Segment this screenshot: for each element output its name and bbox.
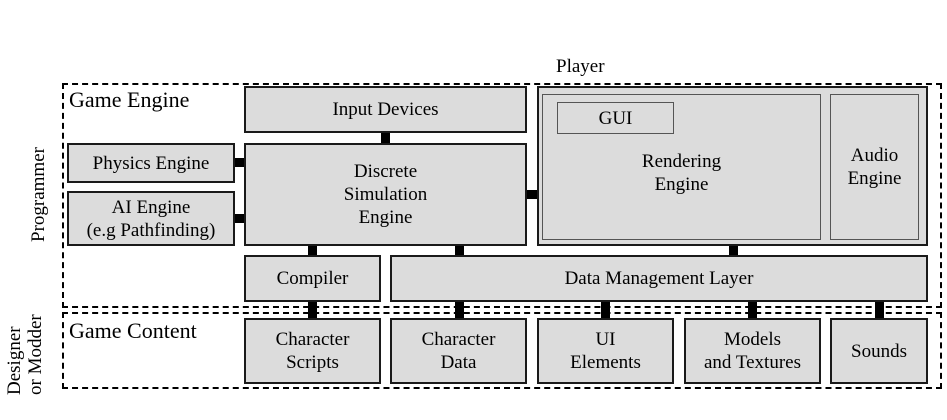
connector-render-data bbox=[729, 246, 738, 255]
connector-data-ui bbox=[601, 302, 610, 318]
ui-elements-box: UI Elements bbox=[537, 318, 674, 384]
connector-sim-data bbox=[455, 246, 464, 255]
connector-physics-sim bbox=[235, 158, 244, 167]
compiler-box: Compiler bbox=[244, 255, 381, 302]
physics-engine-box: Physics Engine bbox=[67, 143, 235, 183]
character-data-label: Character Data bbox=[421, 329, 496, 373]
physics-engine-label: Physics Engine bbox=[92, 152, 210, 174]
designer-label-line2: or Modder bbox=[25, 314, 46, 395]
models-textures-box: Models and Textures bbox=[684, 318, 821, 384]
connector-compiler-scripts bbox=[308, 302, 317, 318]
game-content-region bbox=[62, 312, 942, 389]
game-content-title: Game Content bbox=[69, 318, 197, 343]
connector-ai-sim bbox=[235, 214, 244, 223]
game-engine-title: Game Engine bbox=[69, 87, 190, 112]
ai-engine-label: AI Engine (e.g Pathfinding) bbox=[86, 196, 216, 241]
connector-data-chardata bbox=[455, 302, 464, 318]
sounds-box: Sounds bbox=[830, 318, 928, 384]
audio-engine-box: Audio Engine bbox=[830, 94, 919, 240]
gui-box: GUI bbox=[557, 102, 674, 134]
designer-label-line1: Designer bbox=[4, 326, 25, 395]
compiler-label: Compiler bbox=[276, 268, 349, 289]
discrete-simulation-label: Discrete Simulation Engine bbox=[343, 161, 428, 228]
audio-engine-label: Audio Engine bbox=[847, 145, 902, 189]
input-devices-box: Input Devices bbox=[244, 86, 527, 133]
gui-label: GUI bbox=[598, 107, 633, 129]
connector-sim-compiler bbox=[308, 246, 317, 255]
character-scripts-box: Character Scripts bbox=[244, 318, 381, 384]
character-data-box: Character Data bbox=[390, 318, 527, 384]
player-label: Player bbox=[556, 56, 605, 77]
rendering-engine-box: Rendering Engine bbox=[542, 94, 821, 240]
data-management-box: Data Management Layer bbox=[390, 255, 928, 302]
connector-data-sounds bbox=[875, 302, 884, 318]
models-textures-label: Models and Textures bbox=[704, 329, 801, 373]
connector-input-sim bbox=[381, 133, 390, 143]
game-engine-region bbox=[62, 83, 942, 308]
character-scripts-label: Character Scripts bbox=[275, 329, 350, 373]
connector-sim-render bbox=[527, 190, 537, 199]
data-management-label: Data Management Layer bbox=[564, 268, 754, 289]
ui-elements-label: UI Elements bbox=[570, 329, 641, 373]
discrete-simulation-box: Discrete Simulation Engine bbox=[244, 143, 527, 246]
connector-data-models bbox=[748, 302, 757, 318]
rendering-engine-label: Rendering Engine bbox=[641, 151, 722, 195]
sounds-label: Sounds bbox=[851, 340, 907, 362]
programmer-label: Programmer bbox=[28, 147, 49, 242]
ai-engine-box: AI Engine (e.g Pathfinding) bbox=[67, 191, 235, 246]
input-devices-label: Input Devices bbox=[332, 99, 439, 120]
